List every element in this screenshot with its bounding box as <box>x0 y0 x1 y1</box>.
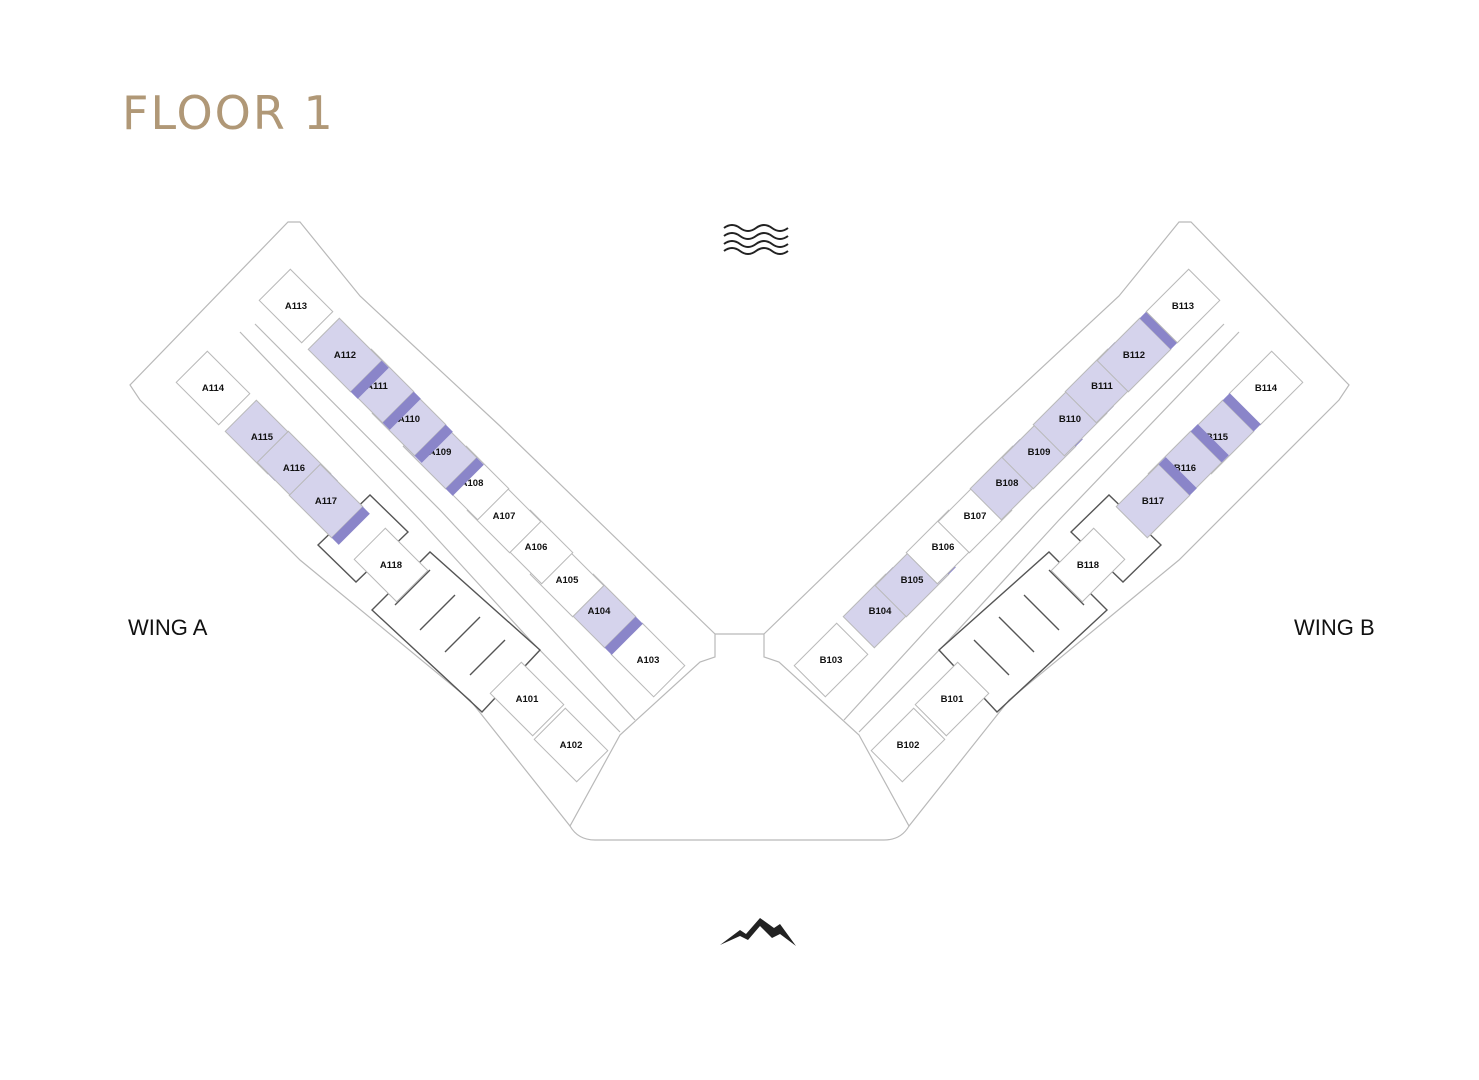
unit-a101[interactable]: A101 <box>489 661 565 737</box>
balcony-strip <box>445 457 484 496</box>
unit-b101[interactable]: B101 <box>914 661 990 737</box>
unit-label: B106 <box>932 542 955 553</box>
unit-label: B104 <box>869 606 892 617</box>
balcony-strip <box>1139 311 1178 350</box>
unit-label: A107 <box>493 511 516 522</box>
balcony-strip <box>1190 424 1229 463</box>
unit-label: B103 <box>820 655 843 666</box>
unit-shape[interactable] <box>1050 527 1126 603</box>
unit-label: B115 <box>1206 432 1229 443</box>
unit-a112[interactable]: A112 <box>307 317 389 399</box>
balcony-strip <box>1222 393 1261 432</box>
wing-b-label: WING B <box>1294 615 1375 640</box>
balcony-strip <box>414 424 453 463</box>
unit-label: B118 <box>1077 560 1099 571</box>
unit-label: B107 <box>964 511 987 522</box>
balcony-strip <box>1158 457 1197 496</box>
mountain-icon <box>720 918 796 946</box>
balcony-strip <box>331 506 370 545</box>
unit-label: B114 <box>1255 383 1278 394</box>
unit-label: B102 <box>897 740 920 751</box>
wing-a-label: WING A <box>128 615 208 640</box>
building-outline <box>129 221 1350 841</box>
unit-a114[interactable]: A114 <box>175 350 251 426</box>
unit-label: A105 <box>556 575 579 586</box>
unit-label: A118 <box>380 560 402 571</box>
unit-a102[interactable]: A102 <box>533 707 609 783</box>
unit-shape[interactable] <box>175 350 251 426</box>
unit-label: A108 <box>461 478 484 489</box>
unit-a113[interactable]: A113 <box>258 268 334 344</box>
balcony-strip <box>604 616 643 655</box>
unit-shape[interactable] <box>533 707 609 783</box>
unit-label: B110 <box>1059 414 1081 425</box>
unit-shape[interactable] <box>1145 268 1221 344</box>
unit-label: B116 <box>1174 463 1196 474</box>
unit-label: A106 <box>525 542 548 553</box>
unit-a118[interactable]: A118 <box>353 527 429 603</box>
unit-label: B111 <box>1091 381 1113 392</box>
unit-label: A117 <box>315 496 337 507</box>
unit-label: A116 <box>283 463 305 474</box>
balcony-strip <box>350 360 389 399</box>
unit-label: A112 <box>334 350 356 361</box>
unit-label: A115 <box>251 432 274 443</box>
unit-b113[interactable]: B113 <box>1145 268 1221 344</box>
unit-shape[interactable] <box>914 661 990 737</box>
unit-label: A109 <box>429 447 452 458</box>
page-title: FLOOR 1 <box>122 86 335 140</box>
unit-shape[interactable] <box>870 707 946 783</box>
unit-label: A111 <box>366 381 388 392</box>
unit-label: B112 <box>1123 350 1145 361</box>
balcony-strip <box>382 391 421 430</box>
unit-label: B109 <box>1028 447 1051 458</box>
unit-b103[interactable]: B103 <box>793 622 869 698</box>
unit-b112[interactable]: B112 <box>1096 311 1178 393</box>
unit-a117[interactable]: A117 <box>288 463 370 545</box>
unit-label: B108 <box>996 478 1019 489</box>
unit-label: B117 <box>1142 496 1164 507</box>
unit-label: A102 <box>560 740 583 751</box>
unit-label: B105 <box>901 575 924 586</box>
unit-label: A113 <box>285 301 307 312</box>
unit-b118[interactable]: B118 <box>1050 527 1126 603</box>
unit-label: A103 <box>637 655 660 666</box>
unit-label: B113 <box>1172 301 1194 312</box>
unit-label: A114 <box>202 383 225 394</box>
unit-shape[interactable] <box>353 527 429 603</box>
unit-b117[interactable]: B117 <box>1115 457 1197 539</box>
unit-shape[interactable] <box>793 622 869 698</box>
water-waves-icon <box>723 224 789 255</box>
unit-b102[interactable]: B102 <box>870 707 946 783</box>
unit-label: A110 <box>398 414 420 425</box>
unit-label: A104 <box>588 606 611 617</box>
unit-label: B101 <box>941 694 964 705</box>
unit-label: A101 <box>516 694 539 705</box>
unit-shape[interactable] <box>258 268 334 344</box>
unit-shape[interactable] <box>489 661 565 737</box>
